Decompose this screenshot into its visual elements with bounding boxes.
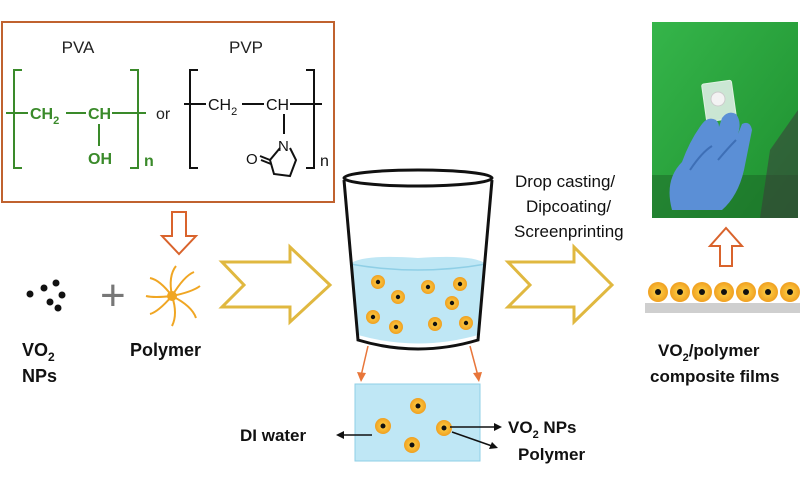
pvp-label: PVP [229, 38, 263, 57]
structures-frame [1, 21, 335, 203]
vo2-label: VO2 [22, 340, 55, 364]
inset-polymer-label: Polymer [518, 445, 585, 464]
composite-film [645, 282, 800, 313]
beaker-rim [342, 168, 494, 188]
polymer-icon [145, 265, 201, 327]
polymer-label: Polymer [130, 340, 201, 360]
film-nanoparticle-row [648, 282, 800, 302]
up-arrow-icon [707, 226, 745, 267]
down-arrow-icon [159, 211, 199, 256]
inset-nanoparticles [375, 398, 452, 453]
inset-pointers [336, 423, 502, 449]
method-1: Drop casting/ [515, 172, 615, 191]
right-arrow-icon-2 [504, 243, 615, 326]
film-label-line2: composite films [650, 367, 779, 386]
or-text: or [156, 106, 171, 123]
pva-structure: CH2 CH OH n [6, 69, 154, 170]
sample-photo [652, 22, 798, 218]
pvp-ch2: CH2 [208, 97, 237, 118]
pva-oh: OH [88, 151, 112, 168]
pvp-ch: CH [266, 97, 289, 114]
beaker-nanoparticles [366, 275, 473, 334]
pvp-structure: CH2 CH N O n [184, 69, 329, 178]
pvp-o-atom: O [246, 151, 258, 168]
plus-sign: + [100, 271, 126, 320]
vo2-nanoparticles-icon [26, 279, 66, 312]
method-3: Screenprinting [514, 222, 624, 241]
process-methods: Drop casting/ Dipcoating/ Screenprinting [514, 172, 624, 241]
pva-ch2: CH2 [30, 106, 59, 127]
pvp-n-atom: N [278, 138, 289, 155]
vo2-nps-label: VO2 NPs [508, 418, 576, 441]
right-arrow-icon [218, 243, 333, 326]
gloved-hand [669, 112, 752, 210]
pva-ch: CH [88, 106, 111, 123]
zoom-arrows [357, 345, 482, 382]
method-2: Dipcoating/ [526, 197, 611, 216]
pva-n: n [144, 153, 154, 170]
film-label-line1: VO2/polymer [658, 341, 760, 364]
pvp-n: n [320, 153, 329, 170]
film-substrate [645, 303, 800, 313]
pva-label: PVA [62, 38, 95, 57]
nps-label: NPs [22, 366, 57, 386]
polymer-structures-box: PVA PVP CH2 CH OH n or CH2 CH N [1, 21, 335, 203]
di-water-label: DI water [240, 426, 307, 445]
